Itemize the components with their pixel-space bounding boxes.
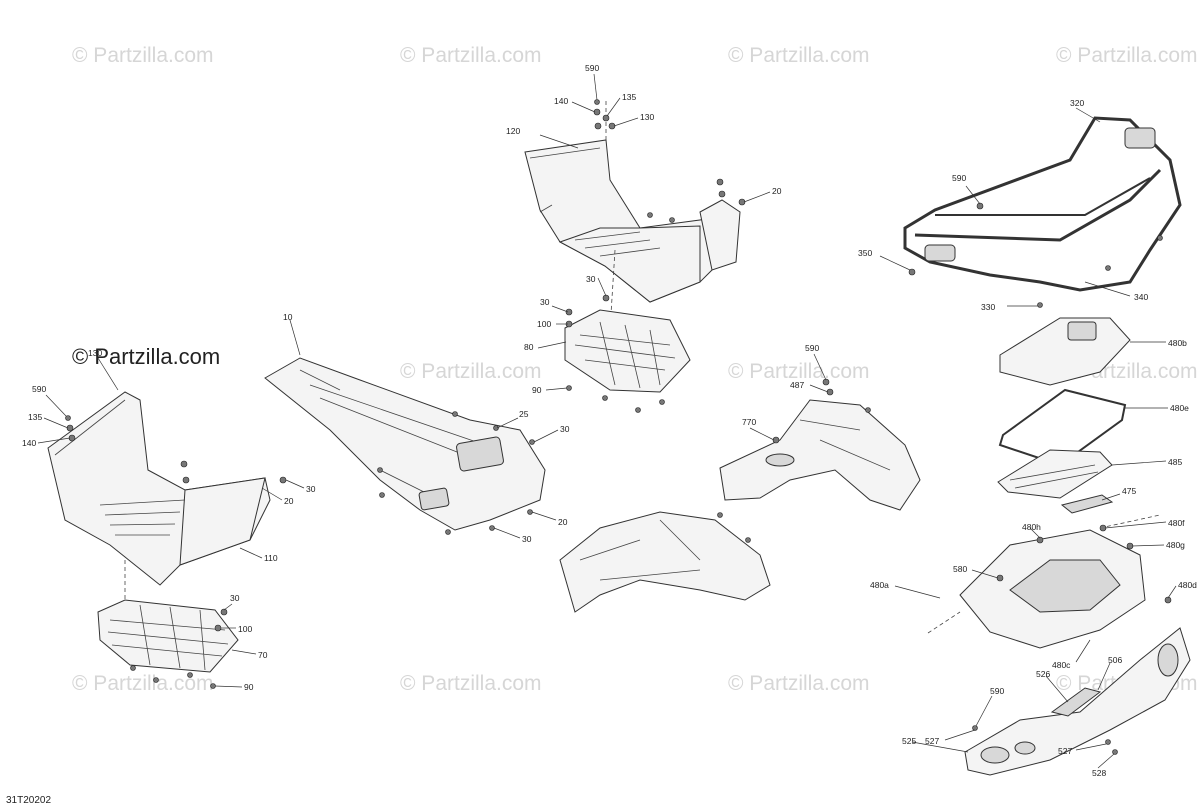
callout-480h: 480h (1022, 522, 1041, 532)
reflector-526[interactable] (1050, 687, 1102, 717)
callout-140: 140 (22, 438, 36, 448)
callout-70: 70 (258, 650, 268, 660)
callout-480g: 480g (1166, 540, 1185, 550)
callout-480d: 480d (1178, 580, 1197, 590)
floor-panel-10[interactable] (264, 357, 546, 531)
watermark: © Partzilla.com (400, 360, 542, 383)
callout-135: 135 (28, 412, 42, 422)
callout-labels: 590 140 135 130 120 20 30 30 100 80 90 1… (22, 63, 1197, 778)
callout-25: 25 (519, 409, 529, 419)
watermark: © Partzilla.com (400, 672, 542, 695)
watermark: © Partzilla.com (728, 672, 870, 695)
rear-rack-320[interactable] (903, 116, 1182, 292)
callout-528: 528 (1092, 768, 1106, 778)
callout-135: 135 (622, 92, 636, 102)
watermark: © Partzilla.com (72, 672, 214, 695)
callout-590: 590 (990, 686, 1004, 696)
footwell-rear-120[interactable] (524, 139, 741, 303)
callout-90: 90 (244, 682, 254, 692)
callout-527: 527 (925, 736, 939, 746)
callout-20: 20 (558, 517, 568, 527)
pad-475[interactable] (1060, 494, 1114, 514)
callout-480c: 480c (1052, 660, 1071, 670)
callout-30: 30 (586, 274, 596, 284)
diagram-code: 31T20202 (6, 795, 52, 806)
leader-lines (37, 73, 1177, 769)
callout-110: 110 (264, 553, 278, 563)
fender-front[interactable] (559, 511, 771, 613)
callout-100: 100 (537, 319, 551, 329)
watermark: © Partzilla.com (728, 360, 870, 383)
callout-30: 30 (540, 297, 550, 307)
storage-lid-480b[interactable] (999, 317, 1131, 386)
callout-480f: 480f (1168, 518, 1185, 528)
footrest-rear-80[interactable] (564, 309, 691, 393)
callout-330: 330 (981, 302, 995, 312)
callout-90: 90 (532, 385, 542, 395)
callout-525: 525 (902, 736, 916, 746)
footrest-front-70[interactable] (97, 599, 239, 673)
callout-30: 30 (230, 593, 240, 603)
callout-506: 506 (1108, 655, 1122, 665)
callout-130: 130 (640, 112, 654, 122)
callout-100: 100 (238, 624, 252, 634)
seal-480e[interactable] (998, 388, 1127, 467)
callout-480b: 480b (1168, 338, 1187, 348)
callout-120: 120 (506, 126, 520, 136)
footwell-front-110[interactable] (47, 391, 271, 586)
callout-770: 770 (742, 417, 756, 427)
watermark-featured: © Partzilla.com (72, 344, 221, 369)
callout-590: 590 (32, 384, 46, 394)
callout-130: 130 (88, 348, 102, 358)
callout-340: 340 (1134, 292, 1148, 302)
callout-527: 527 (1058, 746, 1072, 756)
watermark: © Partzilla.com (400, 44, 542, 67)
callout-350: 350 (858, 248, 872, 258)
callout-590: 590 (585, 63, 599, 73)
watermark: © Partzilla.com (72, 44, 214, 67)
callout-320: 320 (1070, 98, 1084, 108)
callout-30: 30 (560, 424, 570, 434)
callout-80: 80 (524, 342, 534, 352)
callout-487: 487 (790, 380, 804, 390)
callout-20: 20 (772, 186, 782, 196)
callout-485: 485 (1168, 457, 1182, 467)
callout-526: 526 (1036, 669, 1050, 679)
callout-580: 580 (953, 564, 967, 574)
callout-20: 20 (284, 496, 294, 506)
fender-rear-770[interactable] (719, 399, 921, 511)
callout-30: 30 (522, 534, 532, 544)
storage-box-480a[interactable] (959, 529, 1146, 649)
callout-30: 30 (306, 484, 316, 494)
callout-10: 10 (283, 312, 293, 322)
rear-bumper-525[interactable] (964, 627, 1191, 776)
callout-590: 590 (805, 343, 819, 353)
callout-480a: 480a (870, 580, 889, 590)
callout-140: 140 (554, 96, 568, 106)
callout-480e: 480e (1170, 403, 1189, 413)
callout-590: 590 (952, 173, 966, 183)
callout-475: 475 (1122, 486, 1136, 496)
plate-485[interactable] (997, 449, 1113, 499)
watermark: © Partzilla.com (1056, 44, 1198, 67)
watermark: © Partzilla.com (728, 44, 870, 67)
